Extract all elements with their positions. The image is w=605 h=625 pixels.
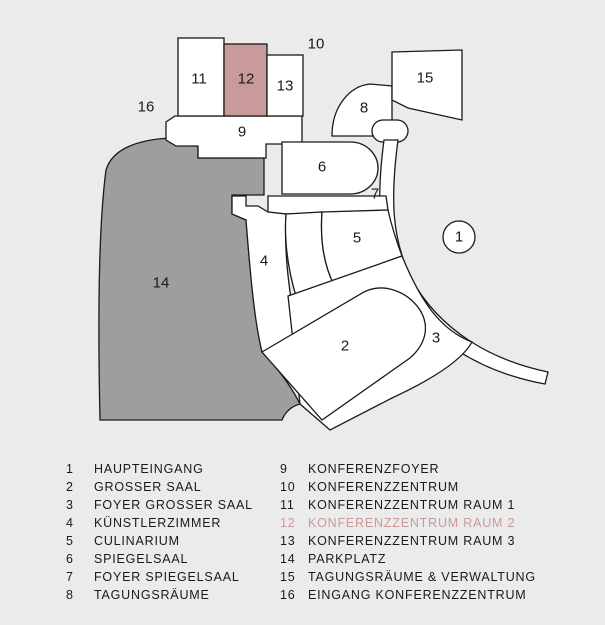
legend-number: 1: [66, 462, 74, 476]
legend-number: 10: [280, 480, 296, 494]
label-12: 12: [238, 71, 255, 88]
entrance-1-circle[interactable]: [442, 220, 476, 254]
label-15: 15: [417, 70, 434, 87]
legend-item[interactable]: 15 TAGUNGSRÄUME & VERWALTUNG: [280, 568, 536, 586]
legend-text: EINGANG KONFERENZZENTRUM: [308, 588, 527, 602]
legend-number: 4: [66, 516, 74, 530]
legend-text: GROSSER SAAL: [94, 480, 202, 494]
legend-number: 5: [66, 534, 74, 548]
legend-text: SPIEGELSAAL: [94, 552, 189, 566]
label-16: 16: [138, 99, 155, 116]
legend-text: KONFERENZZENTRUM RAUM 1: [308, 498, 516, 512]
room-11[interactable]: [177, 37, 225, 117]
legend-text: FOYER GROSSER SAAL: [94, 498, 253, 512]
legend-item[interactable]: 16 EINGANG KONFERENZZENTRUM: [280, 586, 536, 604]
legend-text: HAUPTEINGANG: [94, 462, 204, 476]
legend-item[interactable]: 6 SPIEGELSAAL: [66, 550, 253, 568]
legend-text: PARKPLATZ: [308, 552, 387, 566]
legend-number: 7: [66, 570, 74, 584]
label-7: 7: [371, 186, 379, 203]
legend-item[interactable]: 14 PARKPLATZ: [280, 550, 536, 568]
legend-text: KONFERENZZENTRUM RAUM 3: [308, 534, 516, 548]
legend-text: KONFERENZFOYER: [308, 462, 440, 476]
legend-number: 14: [280, 552, 296, 566]
label-4: 4: [260, 253, 268, 270]
legend-number: 16: [280, 588, 296, 602]
legend-number: 6: [66, 552, 74, 566]
legend-item-highlighted[interactable]: 12 KONFERENZZENTRUM RAUM 2: [280, 514, 536, 532]
legend-item[interactable]: 11 KONFERENZZENTRUM RAUM 1: [280, 496, 536, 514]
label-8: 8: [360, 100, 368, 117]
legend-number: 9: [280, 462, 288, 476]
legend-number: 2: [66, 480, 74, 494]
legend-text: FOYER SPIEGELSAAL: [94, 570, 240, 584]
legend-number: 3: [66, 498, 74, 512]
room-6-spiegelsaal[interactable]: [281, 141, 379, 195]
label-1: 1: [455, 229, 463, 246]
label-13: 13: [277, 78, 294, 95]
legend-item[interactable]: 7 FOYER SPIEGELSAAL: [66, 568, 253, 586]
legend-item[interactable]: 5 CULINARIUM: [66, 532, 253, 550]
label-5: 5: [353, 230, 361, 247]
label-6: 6: [318, 159, 326, 176]
room-15-tagungsraeume-verwaltung[interactable]: [391, 49, 463, 121]
legend-item[interactable]: 9 KONFERENZFOYER: [280, 460, 536, 478]
legend-text: TAGUNGSRÄUME: [94, 588, 210, 602]
legend-column-left: 1 HAUPTEINGANG 2 GROSSER SAAL 3 FOYER GROSS…: [66, 460, 253, 604]
label-9: 9: [238, 124, 246, 141]
room-13[interactable]: [266, 54, 304, 117]
legend-text: CULINARIUM: [94, 534, 180, 548]
legend-number: 12: [280, 516, 296, 530]
label-14: 14: [153, 275, 170, 292]
legend-number: 11: [280, 498, 295, 512]
room-9-konferenzfoyer[interactable]: [165, 115, 303, 159]
legend-number: 15: [280, 570, 296, 584]
legend-item[interactable]: 8 TAGUNGSRÄUME: [66, 586, 253, 604]
legend-item[interactable]: 1 HAUPTEINGANG: [66, 460, 253, 478]
legend-text: KONFERENZZENTRUM: [308, 480, 459, 494]
legend-text: KONFERENZZENTRUM RAUM 2: [308, 516, 516, 530]
room-2-grosser-saal[interactable]: [260, 287, 427, 421]
legend-number: 13: [280, 534, 296, 548]
legend-item[interactable]: 2 GROSSER SAAL: [66, 478, 253, 496]
legend-text: TAGUNGSRÄUME & VERWALTUNG: [308, 570, 536, 584]
legend-item[interactable]: 3 FOYER GROSSER SAAL: [66, 496, 253, 514]
legend-item[interactable]: 10 KONFERENZZENTRUM: [280, 478, 536, 496]
label-10: 10: [308, 36, 325, 53]
room-8-connector: [371, 119, 409, 143]
label-2: 2: [341, 338, 349, 355]
floor-plan-map: 1 2 3 4 5 6 7 8 9 10 11 12 13 14 15 16: [98, 36, 549, 431]
legend-number: 8: [66, 588, 74, 602]
label-3: 3: [432, 330, 440, 347]
label-11: 11: [191, 71, 207, 88]
legend-item[interactable]: 13 KONFERENZZENTRUM RAUM 3: [280, 532, 536, 550]
legend-text: KÜNSTLERZIMMER: [94, 516, 222, 530]
legend-item[interactable]: 4 KÜNSTLERZIMMER: [66, 514, 253, 532]
